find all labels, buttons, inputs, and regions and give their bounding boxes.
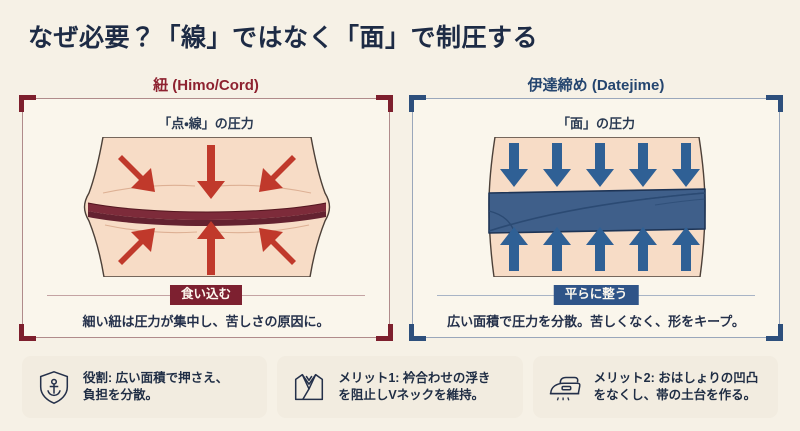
card-himo: 「点・線」の圧力 — [19, 95, 393, 341]
pressure-label-datejime: 「面」の圧力 — [556, 116, 635, 131]
footer-item-merit1: メリット1: 衿合わせの浮き を阻止しVネックを維持。 — [277, 356, 523, 418]
footer-text-line1: 役割: 広い面積で押さえ、 — [83, 371, 229, 385]
corner-bracket-bottom-left — [409, 324, 426, 341]
shield-anchor-icon — [34, 367, 74, 407]
badge-himo: 食い込む — [169, 285, 243, 305]
pressure-label-himo: 「点・線」の圧力 — [158, 116, 254, 131]
kimono-collar-icon — [289, 367, 329, 407]
footer-text-merit2: メリット2: おはしょりの凹凸 をなくし、帯の土台を作る。 — [594, 370, 759, 404]
corner-bracket-top-right — [376, 95, 393, 112]
badge-datejime: 平らに整う — [553, 285, 639, 305]
illustration-himo-torso — [83, 137, 331, 277]
corner-bracket-top-right — [766, 95, 783, 112]
footer-item-role: 役割: 広い面積で押さえ、 負担を分散。 — [22, 356, 268, 418]
footer-text-line2: を阻止しVネックを維持。 — [338, 388, 485, 402]
footer-benefits: 役割: 広い面積で押さえ、 負担を分散。 メリット1: 衿合わせの浮き を阻止し… — [22, 356, 778, 418]
corner-bracket-bottom-left — [19, 324, 36, 341]
illustration-datejime-torso — [488, 137, 706, 277]
footer-text-role: 役割: 広い面積で押さえ、 負担を分散。 — [83, 370, 228, 404]
note-datejime: 広い面積で圧力を分散。苦しくなく、形をキープ。 — [447, 314, 745, 329]
footer-text-merit1: メリット1: 衿合わせの浮き を阻止しVネックを維持。 — [338, 370, 490, 404]
footer-text-line1: メリット2: おはしょりの凹凸 — [593, 371, 759, 385]
card-datejime: 「面」の圧力 — [409, 95, 783, 341]
page-title: なぜ必要？「線」ではなく「面」で制圧する — [28, 24, 539, 52]
divider-datejime: 平らに整う — [437, 285, 755, 305]
corner-bracket-top-left — [409, 95, 426, 112]
footer-text-line2: 負担を分散。 — [83, 388, 159, 402]
corner-bracket-bottom-right — [766, 324, 783, 341]
divider-himo: 食い込む — [47, 285, 365, 305]
note-himo: 細い紐は圧力が集中し、苦しさの原因に。 — [82, 314, 330, 329]
corner-bracket-top-left — [19, 95, 36, 112]
iron-icon — [545, 367, 585, 407]
column-header-himo: 紐 (Himo/Cord) — [153, 77, 259, 94]
column-header-datejime: 伊達締め (Datejime) — [527, 77, 665, 94]
corner-bracket-bottom-right — [376, 324, 393, 341]
footer-text-line1: メリット1: 衿合わせの浮き — [338, 371, 491, 385]
footer-item-merit2: メリット2: おはしょりの凹凸 をなくし、帯の土台を作る。 — [532, 356, 778, 418]
footer-text-line2: をなくし、帯の土台を作る。 — [593, 388, 757, 402]
